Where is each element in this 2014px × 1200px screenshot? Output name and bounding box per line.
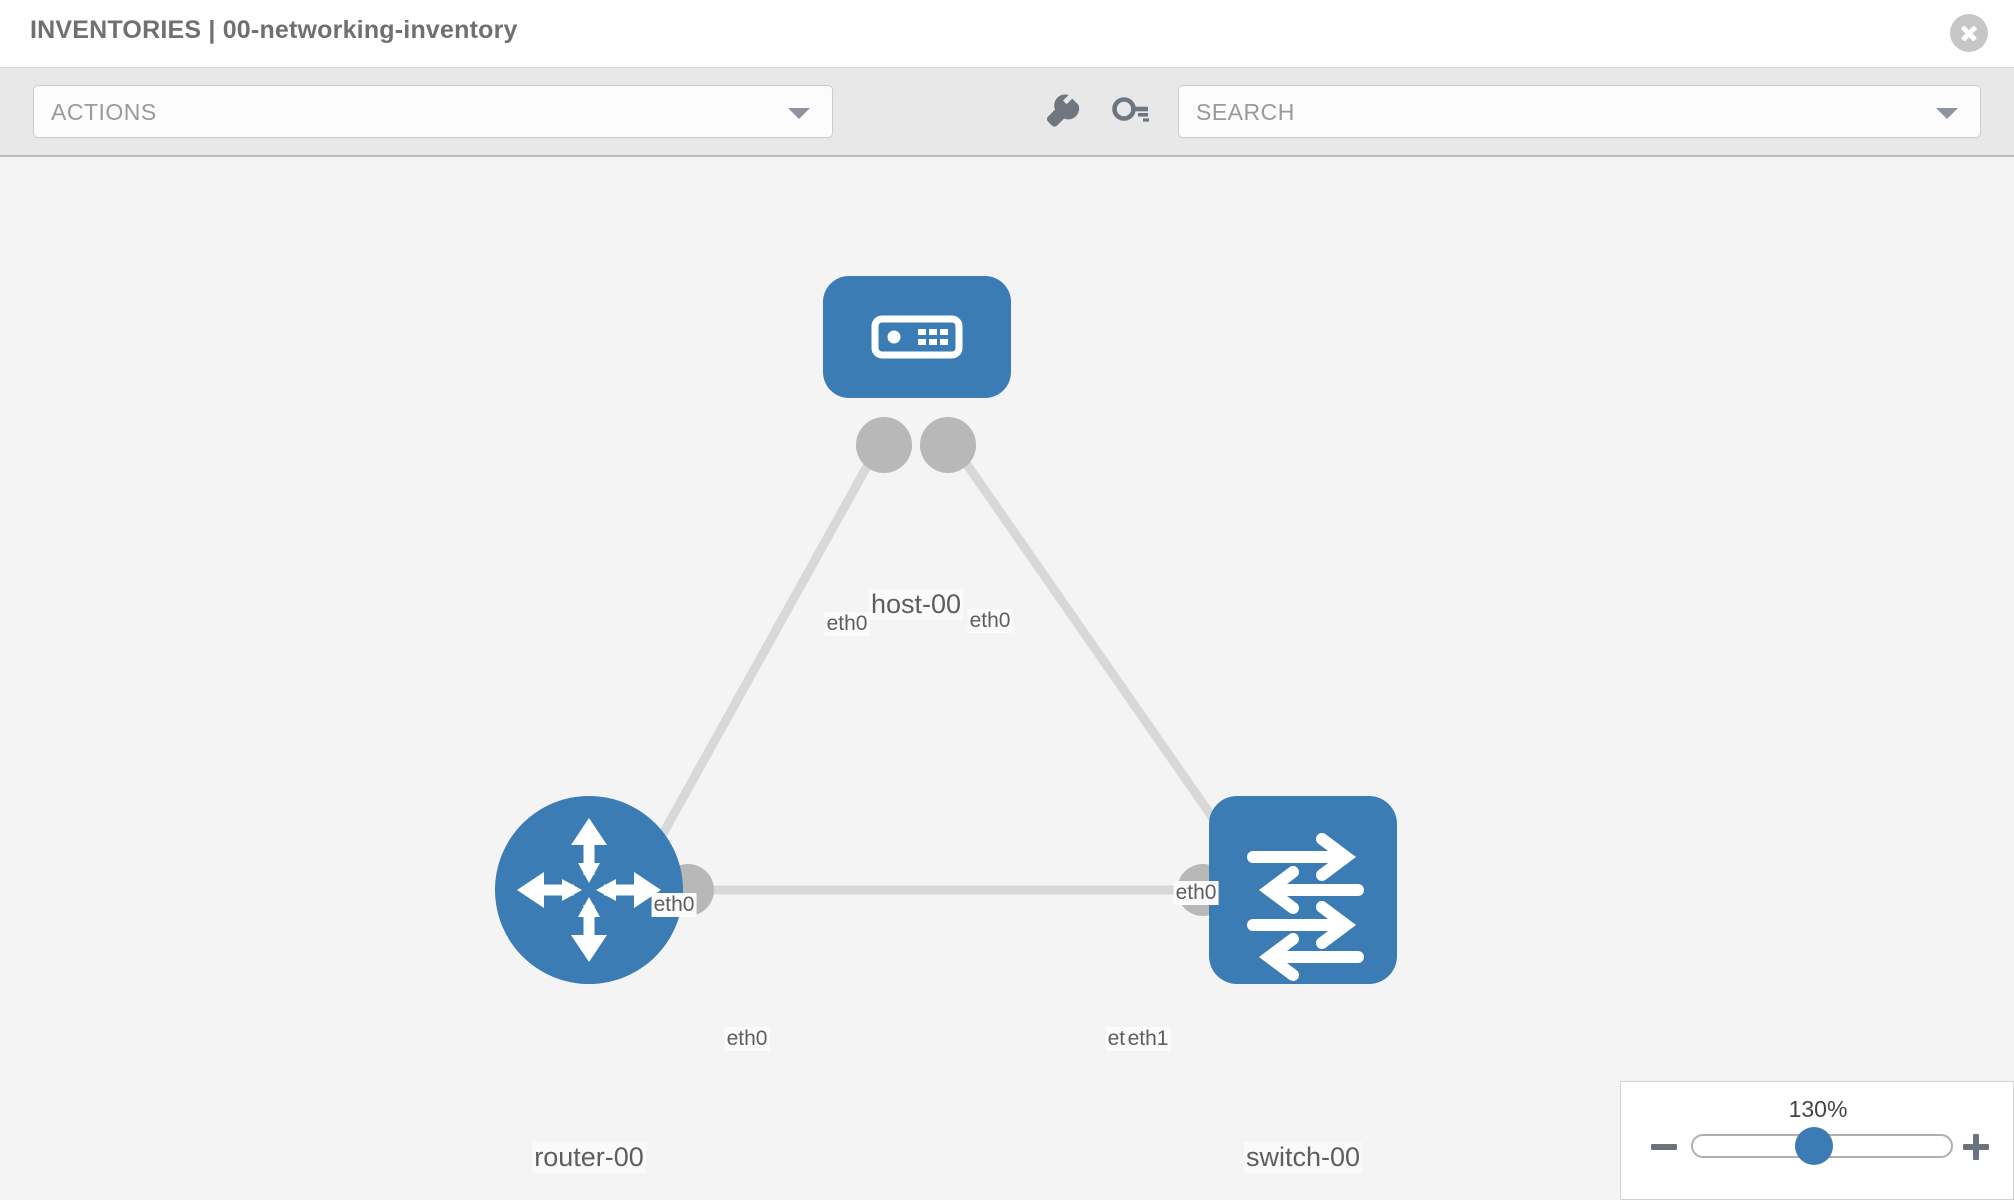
page-header: INVENTORIES | 00-networking-inventory (0, 0, 2014, 68)
topology-links (646, 440, 1244, 895)
node-switch-00 (1209, 796, 1397, 984)
zoom-level-label: 130% (1788, 1096, 1848, 1122)
wrench-icon[interactable] (1042, 92, 1082, 132)
node-router-00 (495, 796, 683, 984)
node-label-router-00: router-00 (532, 1142, 646, 1173)
zoom-out-button[interactable] (1649, 1132, 1679, 1162)
zoom-in-button[interactable] (1961, 1132, 1991, 1162)
edge-label-eth0: eth0 (1173, 881, 1219, 905)
node-label-switch-00: switch-00 (1243, 1142, 1363, 1173)
connector-host00-left (856, 417, 912, 473)
topology-graph (495, 276, 1397, 984)
close-icon[interactable] (1950, 14, 1988, 52)
chevron-down-icon (788, 108, 810, 119)
edge-label-eth0: eth0 (651, 893, 697, 917)
link-host00-switch00 (948, 440, 1244, 860)
search-placeholder: SEARCH (1196, 99, 1295, 125)
edge-label-eth0: eth0 (967, 609, 1013, 633)
connector-host00-right (920, 417, 976, 473)
chevron-down-icon (1936, 108, 1958, 119)
node-label-host-00: host-00 (868, 589, 964, 620)
edge-label-eth0: eth0 (724, 1027, 770, 1051)
topology-canvas[interactable]: eth0 eth0 eth0 eth0 eth0 eth0 eth1 host-… (0, 157, 2014, 1200)
actions-dropdown[interactable]: ACTIONS (33, 85, 833, 138)
key-icon[interactable] (1110, 92, 1150, 132)
actions-dropdown-label: ACTIONS (51, 99, 157, 125)
link-host00-router00 (646, 440, 884, 860)
page-title: INVENTORIES | 00-networking-inventory (30, 16, 518, 44)
zoom-slider-thumb[interactable] (1795, 1127, 1833, 1165)
toolbar: ACTIONS SEARCH (0, 68, 2014, 157)
zoom-control-panel: 130% (1620, 1081, 2014, 1200)
edge-label-eth0: eth0 (824, 612, 870, 636)
edge-label-eth1: eth1 (1125, 1027, 1171, 1051)
search-input[interactable]: SEARCH (1178, 85, 1981, 138)
node-host-00 (823, 276, 1011, 398)
